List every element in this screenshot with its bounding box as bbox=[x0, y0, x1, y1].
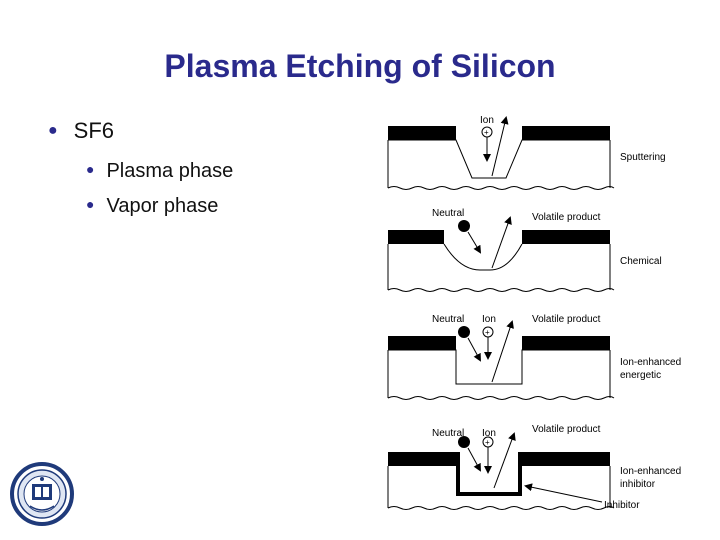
bullet-dot-icon: ● bbox=[86, 161, 95, 177]
label-neutral: Neutral bbox=[432, 428, 464, 439]
sub-bullet-text: Plasma phase bbox=[106, 160, 234, 182]
label-ion: Ion bbox=[482, 428, 496, 439]
bullet-dot-icon: ● bbox=[86, 196, 95, 212]
label-neutral: Neutral bbox=[432, 208, 464, 219]
ion-plus-icon: + bbox=[485, 328, 490, 337]
bullet-dot-icon: ● bbox=[48, 122, 58, 139]
label-ion-enhanced: Ion-enhanced bbox=[620, 466, 681, 477]
label-volatile-product: Volatile product bbox=[532, 314, 601, 325]
panel-ion-enhanced-energetic: + Neutral Ion Volatile product Ion-enhan… bbox=[387, 314, 681, 400]
slide-title: Plasma Etching of Silicon bbox=[164, 48, 556, 84]
label-sputtering: Sputtering bbox=[620, 152, 666, 163]
label-ion: Ion bbox=[482, 314, 496, 325]
label-inhibitor-type: inhibitor bbox=[620, 479, 656, 490]
panel-chemical: Neutral Volatile product Chemical bbox=[387, 208, 662, 292]
university-seal-icon bbox=[10, 462, 74, 526]
panel-ion-enhanced-inhibitor: + Neutral Ion Volatile product Ion-enhan… bbox=[387, 424, 681, 511]
label-inhibitor: Inhibitor bbox=[604, 500, 640, 511]
label-volatile-product: Volatile product bbox=[532, 212, 601, 223]
label-neutral: Neutral bbox=[432, 314, 464, 325]
label-ion: Ion bbox=[480, 115, 494, 126]
ion-plus-icon: + bbox=[484, 128, 489, 137]
sub-bullet-text: Vapor phase bbox=[106, 195, 219, 217]
panel-sputtering: + Ion Sputtering bbox=[387, 115, 666, 190]
label-energetic: energetic bbox=[620, 370, 661, 381]
ion-plus-icon: + bbox=[485, 438, 490, 447]
label-chemical: Chemical bbox=[620, 256, 662, 267]
sub-bullet-plasma-phase: ● Plasma phase bbox=[86, 160, 233, 183]
bullet-sf6: ● SF6 bbox=[48, 118, 114, 144]
label-volatile-product: Volatile product bbox=[532, 424, 601, 435]
bullet-text: SF6 bbox=[73, 118, 115, 143]
etching-mechanisms-diagram: + Ion Sputtering Neutral Volatile produc… bbox=[387, 115, 681, 511]
label-ion-enhanced: Ion-enhanced bbox=[620, 357, 681, 368]
sub-bullet-vapor-phase: ● Vapor phase bbox=[86, 195, 218, 218]
